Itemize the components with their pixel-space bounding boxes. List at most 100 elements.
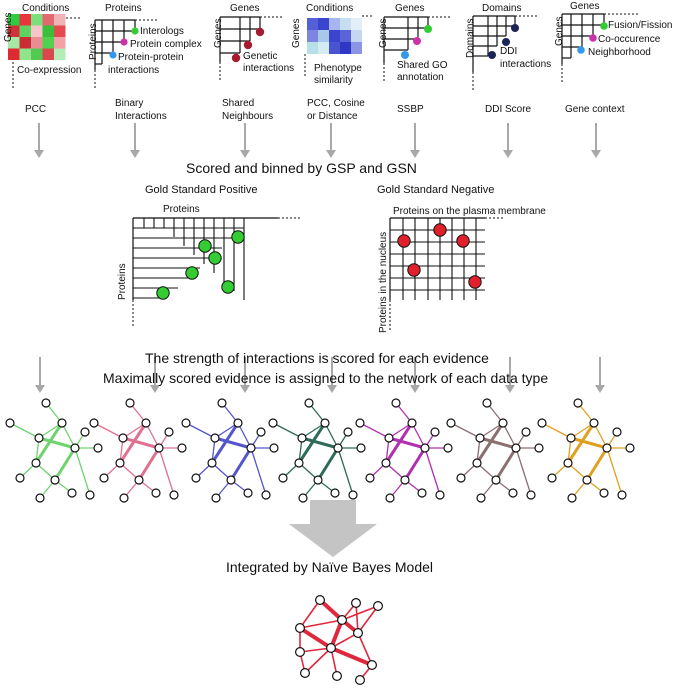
- network-ddi-node: [476, 493, 486, 503]
- coexpression-top-label: Conditions: [22, 3, 70, 14]
- network-genetic-edge: [185, 422, 216, 439]
- integrated-network-edge: [330, 632, 359, 649]
- go-item-line2: annotation: [397, 72, 444, 83]
- network-genetic-node: [226, 475, 236, 485]
- protein-complex-node-icon: [120, 38, 128, 46]
- network-binary-node: [134, 475, 144, 485]
- integrated-network-edge: [330, 646, 373, 667]
- network-phenotype-node: [297, 433, 307, 443]
- network-genetic-node: [181, 418, 191, 428]
- network-genetic-node: [191, 473, 201, 483]
- context-item-fusion: Fusion/Fission: [608, 20, 673, 31]
- network-binary-node: [177, 443, 187, 453]
- network-phenotype-node: [356, 443, 366, 453]
- phenotype-heatmap-cell: [318, 42, 329, 54]
- network-phenotype-node: [330, 488, 340, 498]
- integrated-network-node: [295, 646, 306, 657]
- network-phenotype-node: [348, 490, 358, 500]
- network-genetic-node: [233, 418, 243, 428]
- coexpression-heatmap-cell: [42, 14, 54, 26]
- network-coexpression-node: [70, 443, 80, 453]
- integrated-network-node: [373, 600, 384, 611]
- big-arrow-down-icon: [289, 500, 377, 557]
- genetic-node-icon: [243, 40, 253, 50]
- integrated-network-node: [337, 614, 348, 625]
- arrow-down-icon-head: [130, 150, 140, 158]
- network-coexpression-edge: [61, 422, 76, 449]
- network-ddi-node: [526, 490, 536, 500]
- network-phenotype-node: [278, 473, 288, 483]
- integrated-network-edge: [341, 605, 379, 621]
- phenotype-heatmap-cell: [351, 18, 362, 30]
- network-genetic-edge: [210, 422, 240, 464]
- network-ddi-edge: [450, 422, 481, 439]
- arrow-down-icon-head: [410, 150, 420, 158]
- phenotype-heatmap-cell: [307, 18, 318, 30]
- binary-item-ppi-line1: Protein-protein: [118, 52, 184, 63]
- ddi-side-label: Domains: [465, 18, 476, 58]
- network-context-node: [617, 490, 627, 500]
- network-binary-node: [118, 433, 128, 443]
- strength-line-2: Maximally scored evidence is assigned to…: [103, 370, 549, 386]
- arrow-down-icon-head: [240, 385, 250, 393]
- gsn-title: Gold Standard Negative: [377, 184, 495, 196]
- method-binary-line1: Binary: [115, 98, 144, 109]
- network-go-edge: [384, 422, 414, 464]
- network-context-edge: [541, 422, 572, 439]
- network-genetic-node: [207, 458, 217, 468]
- arrow-down-icon-head: [505, 385, 515, 393]
- network-go-node: [400, 475, 410, 485]
- network-phenotype-node: [313, 475, 323, 485]
- phenotype-heatmap-cell: [318, 18, 329, 30]
- network-genetic-node: [246, 443, 256, 453]
- network-coexpression-node: [15, 473, 25, 483]
- network-coexpression-node: [41, 398, 51, 408]
- network-go-edge: [359, 422, 390, 439]
- genetic-node-icon: [255, 27, 265, 37]
- network-go-node: [435, 490, 445, 500]
- network-go-node: [384, 433, 394, 443]
- network-binary-node: [169, 490, 179, 500]
- network-context-node: [563, 458, 573, 468]
- coexpression-heatmap-cell: [54, 14, 66, 26]
- gsp-node-icon: [231, 230, 245, 244]
- network-phenotype-edge: [297, 422, 327, 464]
- network-go-node: [391, 398, 401, 408]
- arrow-down-icon-head: [240, 150, 250, 158]
- coexpression-heatmap-cell: [19, 37, 31, 49]
- binary-item-complex: Protein complex: [130, 39, 202, 50]
- network-ddi-edge: [502, 422, 517, 449]
- network-context-edge: [570, 436, 608, 450]
- coexpression-heatmap-cell: [42, 37, 54, 49]
- go-side-label: Genes: [378, 18, 389, 48]
- network-context-node: [599, 488, 609, 498]
- integrated-network-node: [353, 627, 364, 638]
- scored-binned-title: Scored and binned by GSP and GSN: [186, 160, 417, 176]
- network-coexpression-edge: [9, 422, 40, 439]
- network-binary-node: [125, 398, 135, 408]
- method-pcc-cosine-line2: or Distance: [307, 111, 358, 122]
- phenotype-heatmap-cell: [307, 42, 318, 54]
- ddi-item-line1: DDI: [500, 46, 518, 57]
- gsp-node-icon: [185, 266, 199, 280]
- network-context-edge: [566, 422, 596, 464]
- network-context-node: [567, 493, 577, 503]
- network-ddi-node: [456, 473, 466, 483]
- network-binary-edge: [118, 422, 148, 464]
- network-coexpression-node: [31, 458, 41, 468]
- coexpression-heatmap-cell: [8, 48, 20, 60]
- network-phenotype-node: [333, 443, 343, 453]
- cooccurence-node-icon: [589, 34, 597, 42]
- method-shared-line2: Neighbours: [222, 111, 274, 122]
- gsn-node-icon: [407, 263, 421, 277]
- network-go-node: [443, 443, 453, 453]
- integrated-network-node: [315, 594, 326, 605]
- network-binary-node: [151, 488, 161, 498]
- network-context-node: [566, 433, 576, 443]
- method-ddi-score: DDI Score: [485, 104, 532, 115]
- coexpression-heatmap-cell: [8, 25, 20, 37]
- network-coexpression-node: [35, 493, 45, 503]
- network-go-edge: [424, 447, 441, 496]
- network-phenotype-edge: [337, 447, 354, 496]
- integrated-network-node: [295, 622, 306, 633]
